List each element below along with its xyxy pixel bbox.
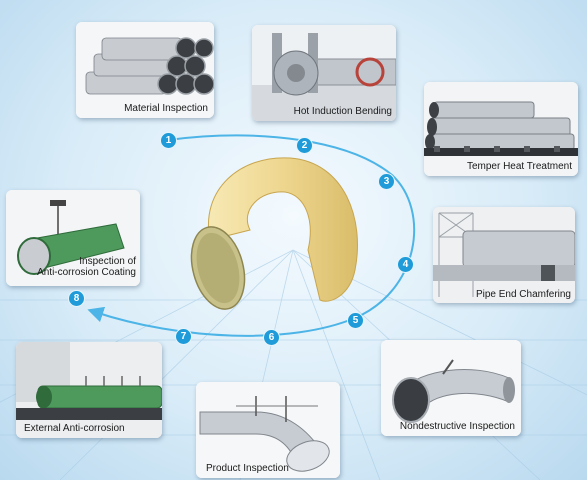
step-8-badge: 8	[69, 291, 84, 306]
coated-pipe-image	[6, 190, 140, 286]
step-8-card: Inspection of Anti-corrosion Coating	[6, 190, 140, 286]
step-1-badge: 1	[161, 133, 176, 148]
step-6-card: Product Inspection	[196, 382, 340, 478]
step-4-label: Pipe End Chamfering	[475, 289, 571, 300]
step-8-label-line2: Anti-corrosion Coating	[37, 267, 136, 278]
step-3-label: Temper Heat Treatment	[466, 161, 572, 172]
step-3-card: Temper Heat Treatment	[424, 82, 578, 176]
step-7-badge: 7	[176, 329, 191, 344]
step-7-label: External Anti-corrosion	[24, 423, 125, 434]
step-5-label: Nondestructive Inspection	[399, 421, 515, 432]
induction-bending-machine-image	[252, 25, 396, 121]
finished-bend-image	[196, 382, 340, 478]
step-2-label: Hot Induction Bending	[293, 106, 392, 117]
step-6-label: Product Inspection	[206, 463, 289, 474]
heat-treatment-image	[424, 82, 578, 176]
step-2-card: Hot Induction Bending	[252, 25, 396, 121]
step-3-badge: 3	[379, 174, 394, 189]
step-4-card: Pipe End Chamfering	[433, 207, 575, 303]
step-4-badge: 4	[398, 257, 413, 272]
pipe-stack-image	[76, 22, 214, 118]
step-6-badge: 6	[264, 330, 279, 345]
step-7-card: External Anti-corrosion	[16, 342, 162, 438]
step-1-card: Material Inspection	[76, 22, 214, 118]
step-2-badge: 2	[297, 138, 312, 153]
elbow-ndt-image	[381, 340, 521, 436]
step-8-label-line1: Inspection of	[79, 256, 136, 267]
step-5-card: Nondestructive Inspection	[381, 340, 521, 436]
coating-line-image	[16, 342, 162, 438]
chamfering-machine-image	[433, 207, 575, 303]
bent-pipe-illustration	[190, 157, 358, 310]
step-5-badge: 5	[348, 313, 363, 328]
step-8-label: Inspection of Anti-corrosion Coating	[37, 256, 136, 278]
step-1-label: Material Inspection	[124, 103, 208, 114]
